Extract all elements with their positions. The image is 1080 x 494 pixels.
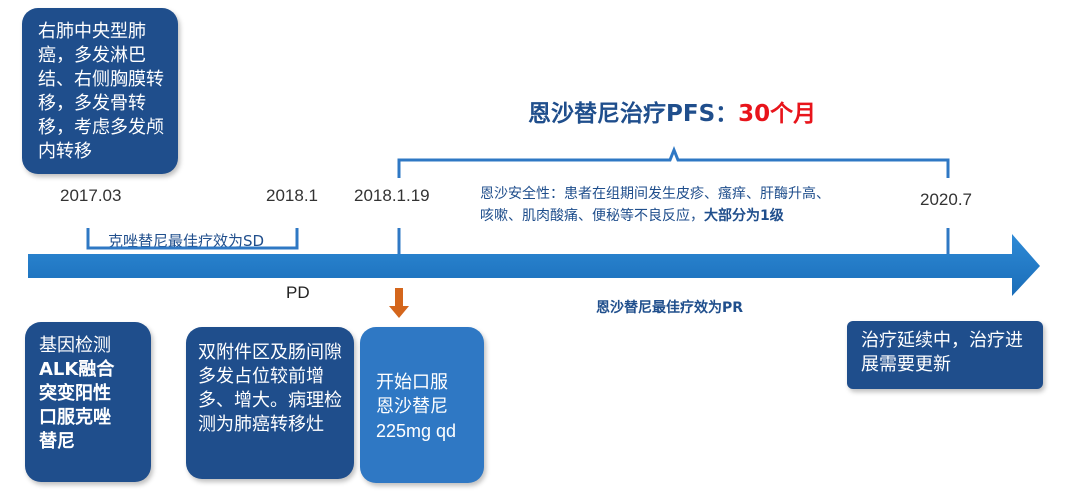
date-2020-7: 2020.7 — [920, 190, 972, 209]
ongoing-text: 治疗延续中，治疗进展需要更新 — [861, 330, 1023, 375]
gene-test-box: 基因检测 ALK融合 突变阳性 口服克唑 替尼 — [25, 322, 151, 482]
date-2018-1: 2018.1 — [266, 186, 318, 205]
pd-label: PD — [286, 283, 310, 302]
ongoing-box: 治疗延续中，治疗进展需要更新 — [847, 321, 1043, 389]
start-line-2: 恩沙替尼 — [376, 396, 448, 417]
gene-line-2: ALK融合 — [39, 359, 115, 380]
timeline-arrow — [28, 234, 1040, 296]
safety-text: 恩沙安全性：患者在组期间发生皮疹、瘙痒、肝酶升高、 咳嗽、肌肉酸痛、便秘等不良反… — [480, 183, 830, 227]
pfs-bracket — [397, 145, 950, 178]
diagnosis-box: 右肺中央型肺癌，多发淋巴结、右侧胸膜转移，多发骨转移，考虑多发颅内转移 — [22, 8, 178, 174]
safety-line-1: 恩沙安全性：患者在组期间发生皮疹、瘙痒、肝酶升高、 — [480, 186, 830, 202]
start-down-arrow — [389, 288, 409, 318]
ensartinib-pr-label: 恩沙替尼最佳疗效为PR — [596, 300, 744, 316]
safety-grade: 大部分为1级 — [704, 208, 784, 224]
date-2018-1-19: 2018.1.19 — [354, 186, 430, 205]
start-ensartinib-box: 开始口服 恩沙替尼 225mg qd — [360, 327, 484, 483]
date-2017-03: 2017.03 — [60, 186, 122, 205]
progression-text: 双附件区及肠间隙多发占位较前增多、增大。病理检测为肺癌转移灶 — [198, 342, 342, 435]
pfs-value: 30个月 — [738, 101, 817, 127]
gene-line-5: 替尼 — [39, 431, 75, 452]
gene-line-3: 突变阳性 — [39, 383, 111, 404]
safety-line-2: 咳嗽、肌肉酸痛、便秘等不良反应，大部分为1级 — [480, 208, 784, 224]
crizotinib-sd-label: 克唑替尼最佳疗效为SD — [108, 232, 265, 250]
diagnosis-text: 右肺中央型肺癌，多发淋巴结、右侧胸膜转移，多发骨转移，考虑多发颅内转移 — [38, 21, 164, 162]
gene-line-1: 基因检测 — [39, 335, 111, 356]
start-line-3: 225mg qd — [376, 421, 457, 441]
gene-line-4: 口服克唑 — [39, 407, 111, 428]
pfs-label: 恩沙替尼治疗PFS： — [528, 101, 739, 127]
crizotinib-bracket — [86, 228, 299, 250]
pfs-title: 恩沙替尼治疗PFS：30个月 — [528, 94, 816, 128]
progression-box: 双附件区及肠间隙多发占位较前增多、增大。病理检测为肺癌转移灶 — [186, 327, 354, 479]
start-line-1: 开始口服 — [376, 372, 448, 393]
